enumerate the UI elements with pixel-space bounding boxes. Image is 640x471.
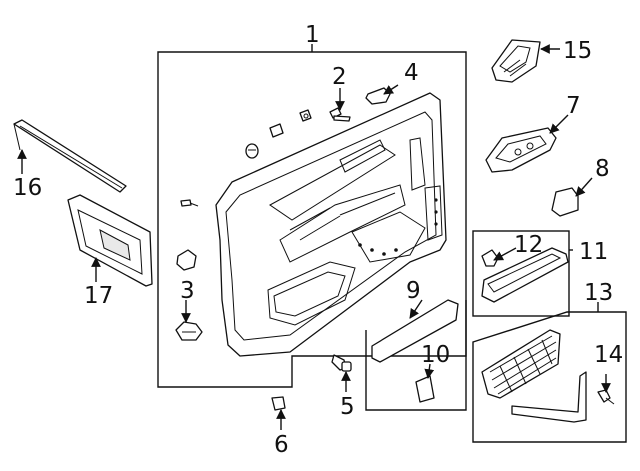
part-7-bezel [485,127,557,173]
part-5-screw [331,354,352,372]
part-8-pad [551,187,579,217]
callout-1: 1 [305,22,320,48]
part-11-tray [481,247,569,303]
part-14-screw [597,389,615,405]
callout-7: 7 [566,93,581,119]
callout-5: 5 [340,394,355,420]
group-box-13 [472,311,627,443]
group-box-1 [157,51,467,388]
part-13-net [481,329,587,423]
callout-3: 3 [180,278,195,304]
part-10-clip [415,375,435,403]
group-box-11 [472,230,570,317]
callout-2: 2 [332,64,347,90]
callout-14: 14 [594,342,623,368]
callout-17: 17 [84,283,113,309]
callout-11: 11 [579,239,608,265]
callout-13: 13 [584,280,613,306]
callout-12: 12 [514,232,543,258]
part-16-strip [13,119,127,193]
part-9-trim [371,299,459,363]
leader-lines [17,44,611,430]
callout-16: 16 [13,175,42,201]
callout-8: 8 [595,156,610,182]
part-6-shape [271,396,286,411]
callout-15: 15 [563,38,592,64]
callout-4: 4 [404,60,419,86]
part-12-clip [481,249,499,267]
part-17-bezel [67,194,153,287]
door-trim-panel [215,92,447,357]
part-4-shape [365,87,391,105]
callout-labels: 1 2 3 4 5 6 7 8 9 10 11 12 13 14 15 16 1… [13,22,623,458]
group-box-9 [365,300,467,411]
callout-10: 10 [421,342,450,368]
callout-6: 6 [274,432,289,458]
part-15-switch [491,39,541,83]
callout-9: 9 [406,278,421,304]
